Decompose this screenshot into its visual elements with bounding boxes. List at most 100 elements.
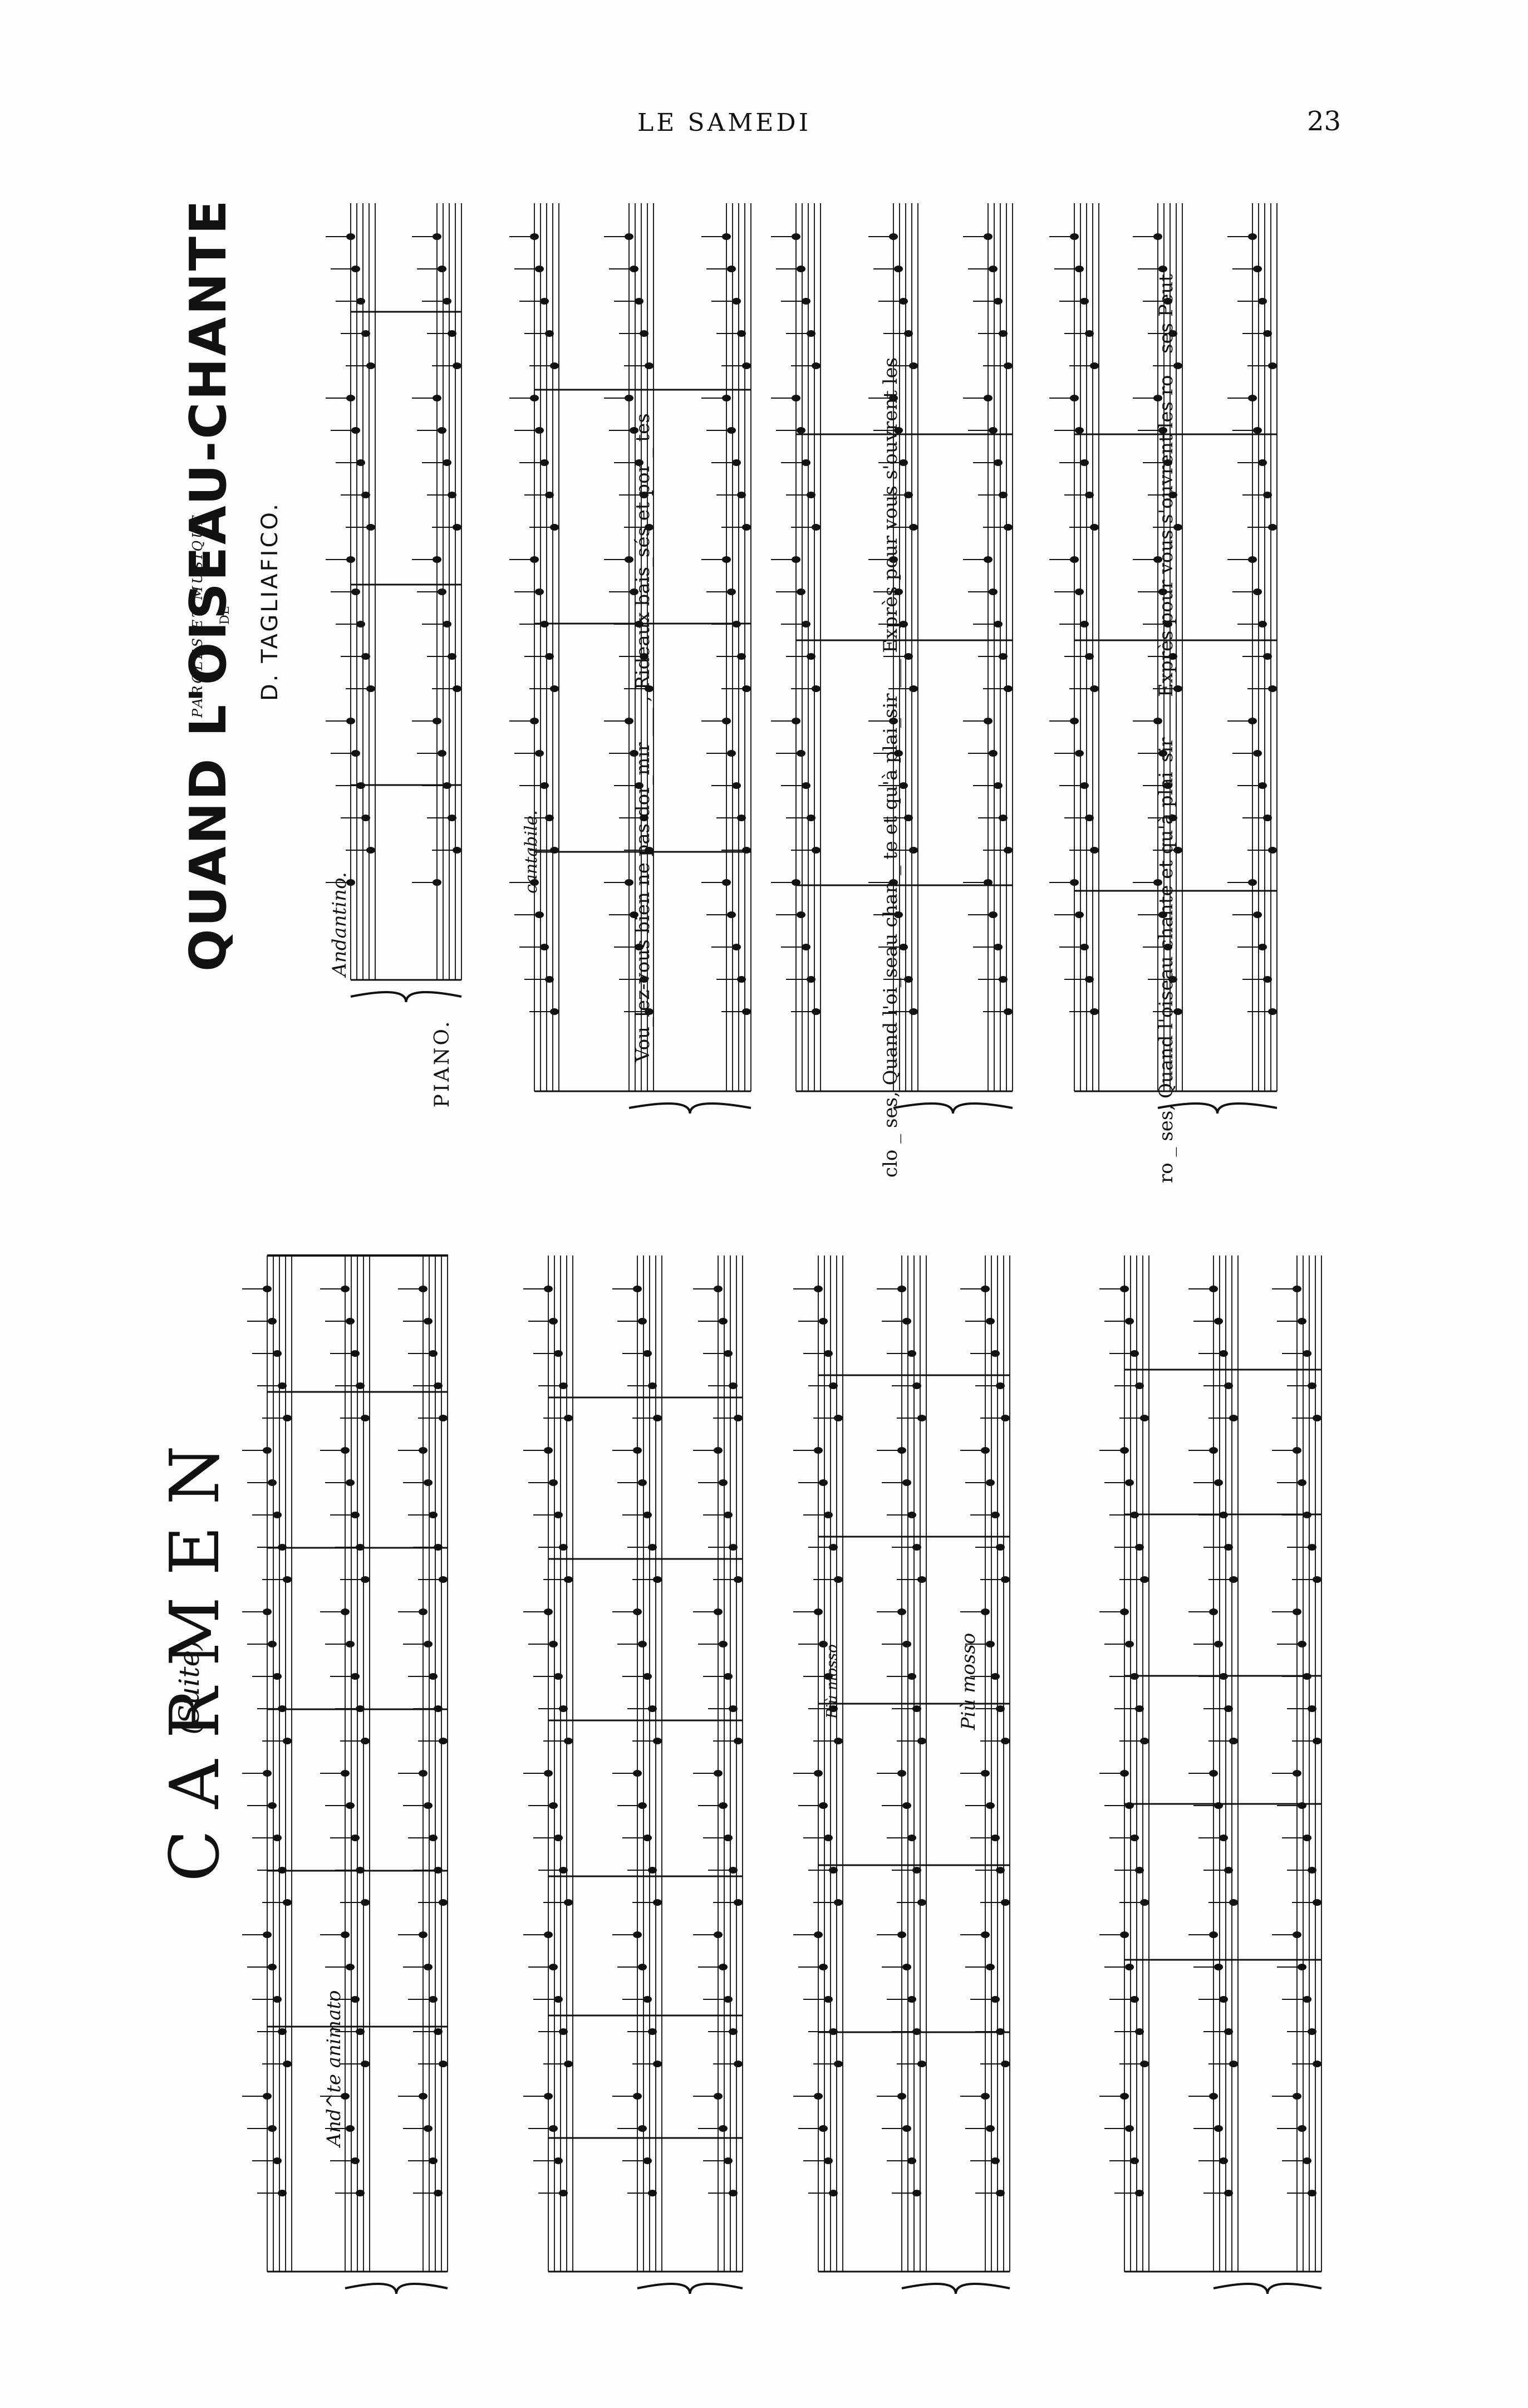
note-head [448, 492, 456, 498]
note-head [356, 1382, 365, 1389]
note-head [1258, 621, 1267, 627]
note-head [630, 427, 638, 434]
note-head [1135, 1867, 1144, 1874]
note-head [283, 1899, 292, 1906]
note-head [424, 1802, 433, 1809]
note-head [283, 1415, 292, 1421]
note-head [734, 1576, 743, 1583]
note-head [917, 1415, 926, 1421]
note-head [554, 1350, 563, 1357]
note-head [727, 266, 736, 272]
note-head [1224, 2190, 1233, 2196]
note-head [1313, 1415, 1321, 1421]
note-head [894, 588, 903, 595]
note-head [433, 233, 441, 240]
note-head [996, 1705, 1005, 1712]
note-head [268, 1964, 277, 1970]
note-head [356, 1867, 365, 1874]
note-head [361, 1738, 370, 1744]
note-head [540, 459, 549, 466]
note-head [638, 1318, 647, 1325]
note-head [263, 2093, 272, 2100]
note-head [535, 266, 544, 272]
note-head [894, 266, 903, 272]
note-head [812, 847, 820, 854]
note-head [824, 1512, 833, 1518]
note-head [366, 847, 375, 854]
note-head [1085, 976, 1094, 983]
note-head [550, 362, 559, 369]
note-head [356, 1544, 365, 1551]
note-head [530, 879, 539, 886]
note-head [989, 427, 998, 434]
note-head [1303, 1350, 1311, 1357]
note-head [1308, 1382, 1316, 1389]
note-head [1219, 1996, 1228, 2003]
note-head [419, 2093, 428, 2100]
note-head [724, 2157, 733, 2164]
note-head [984, 395, 993, 401]
note-head [633, 1608, 642, 1615]
brace [1213, 2283, 1322, 2294]
note-head [635, 944, 643, 950]
note-head [559, 2028, 568, 2035]
note-head [814, 1770, 823, 1777]
note-head [722, 556, 731, 563]
note-head [434, 1705, 443, 1712]
note-head [530, 233, 539, 240]
note-head [732, 782, 741, 789]
note-head [829, 1382, 838, 1389]
note-head [648, 2190, 657, 2196]
note-head [356, 2028, 365, 2035]
brace [345, 2283, 448, 2294]
note-head [907, 1350, 916, 1357]
note-head [645, 685, 654, 692]
note-head [812, 524, 820, 531]
note-head [559, 1544, 568, 1551]
note-head [819, 1479, 828, 1486]
note-head [814, 1447, 823, 1454]
note-head [792, 395, 800, 401]
note-head [424, 2125, 433, 2132]
note-head [989, 588, 998, 595]
note-head [824, 1996, 833, 2003]
note-head [424, 1318, 433, 1325]
note-head [544, 2093, 553, 2100]
note-head [1130, 1512, 1139, 1518]
note-head [909, 1008, 918, 1015]
note-head [732, 459, 741, 466]
note-head [443, 621, 451, 627]
note-head [742, 1008, 751, 1015]
note-head [1125, 1641, 1134, 1647]
note-head [984, 556, 993, 563]
note-head [902, 1479, 911, 1486]
note-head [994, 782, 1003, 789]
note-head [1001, 1415, 1010, 1421]
note-head [1163, 944, 1172, 950]
piano-label: PIANO. [431, 1019, 454, 1108]
note-head [912, 1705, 921, 1712]
note-head [1135, 1382, 1144, 1389]
note-head [737, 653, 746, 660]
note-head [429, 1350, 438, 1357]
note-head [356, 298, 365, 305]
note-head [643, 1673, 652, 1680]
note-head [719, 2125, 728, 2132]
note-head [1224, 1382, 1233, 1389]
note-head [559, 1867, 568, 1874]
note-head [633, 2093, 642, 2100]
note-head [419, 1286, 428, 1292]
note-head [530, 395, 539, 401]
note-head [904, 330, 913, 337]
note-head [812, 685, 820, 692]
note-head [645, 524, 654, 531]
note-head [1125, 2125, 1134, 2132]
note-head [1253, 911, 1262, 918]
note-head [554, 1512, 563, 1518]
note-head [1214, 1641, 1223, 1647]
note-head [640, 492, 648, 498]
note-head [1214, 1318, 1223, 1325]
note-head [630, 750, 638, 757]
note-head [1075, 750, 1084, 757]
note-head [366, 685, 375, 692]
